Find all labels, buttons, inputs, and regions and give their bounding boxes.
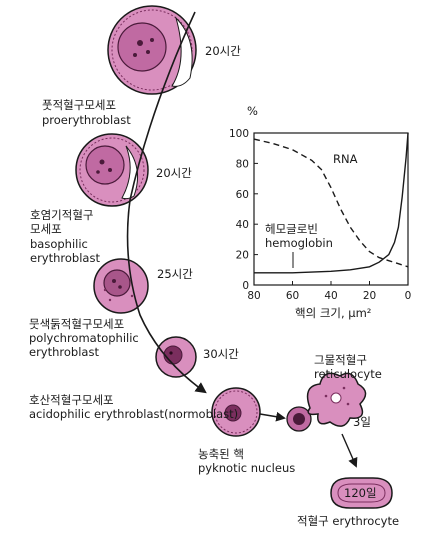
stage3-name-ko: 뭇색둙적혈구모세포 xyxy=(29,317,125,331)
chart-x-axis-label: 핵의 크기, μm² xyxy=(295,306,372,320)
polychromatophilic-erythroblast-cell xyxy=(93,258,149,314)
pyknotic-nucleus-en: pyknotic nucleus xyxy=(198,461,296,475)
y-tick-label: 100 xyxy=(229,128,249,140)
stage2-name-en-line2: erythroblast xyxy=(30,251,100,265)
erythrocyte-name: 적혈구 erythrocyte xyxy=(297,514,400,528)
reticulocyte-name-en: reticulocyte xyxy=(314,367,382,381)
hemoglobin-series-line xyxy=(254,132,409,274)
nucleus-extrusion-arrow xyxy=(259,411,286,422)
rna-series-line xyxy=(253,138,409,268)
stage2-name-ko-line2: 모세포 xyxy=(30,222,62,236)
y-tick-label: 80 xyxy=(236,158,249,170)
acidophilic-erythroblast-cell xyxy=(155,336,197,378)
plot-frame xyxy=(253,132,409,286)
nucleus-size-chart: 0 20 40 60 80 100 80 60 40 20 0 xyxy=(229,128,411,302)
erythrocyte-cell xyxy=(330,477,393,509)
x-tick-label: 80 xyxy=(247,290,260,302)
y-tick-label: 40 xyxy=(236,219,249,231)
extruding-cell xyxy=(211,387,261,437)
stage2-name-ko-line1: 호염기적혈구 xyxy=(30,208,94,222)
stage2-name-en-line1: basophilic xyxy=(30,237,88,251)
stage3-duration: 25시간 xyxy=(157,267,193,281)
hemoglobin-label-en: hemoglobin xyxy=(265,236,333,250)
maturation-pathway-arrow xyxy=(126,11,207,394)
stage4-duration: 30시간 xyxy=(203,347,239,361)
stage2-duration: 20시간 xyxy=(156,166,192,180)
y-tick-label: 60 xyxy=(236,189,249,201)
basophilic-erythroblast-cell xyxy=(75,133,149,207)
y-tick-label: 20 xyxy=(236,250,249,262)
x-tick-label: 40 xyxy=(324,290,337,302)
reticulocyte-to-erythrocyte-arrow xyxy=(341,433,358,468)
chart-y-axis-label: % xyxy=(247,104,258,118)
erythrocyte-duration: 120일 xyxy=(344,486,377,500)
stage1-name-en: proerythroblast xyxy=(42,113,131,127)
hemoglobin-label-ko: 헤모글로빈 xyxy=(265,222,318,236)
rna-series-label: RNA xyxy=(333,152,358,166)
stage3-name-en-line1: polychromatophilic xyxy=(29,331,139,345)
x-tick-label: 20 xyxy=(363,290,376,302)
reticulocyte-name-ko: 그물적혈구 xyxy=(314,353,367,367)
stage3-name-en-line2: erythroblast xyxy=(29,345,99,359)
stage4-name-en: acidophilic erythroblast(normoblast) xyxy=(29,407,239,421)
x-tick-label: 0 xyxy=(405,290,412,302)
pyknotic-nucleus-ko: 농축된 핵 xyxy=(198,447,244,461)
stage1-name-ko: 풋적혈구모세포 xyxy=(42,98,117,112)
y-tick-label: 0 xyxy=(242,280,249,292)
stage4-name-ko: 호산적혈구모세포 xyxy=(29,393,114,407)
reticulocyte-cell xyxy=(306,372,367,427)
x-tick-label: 60 xyxy=(286,290,299,302)
proerythroblast-cell xyxy=(107,5,197,95)
pyknotic-nucleus xyxy=(286,406,312,432)
reticulocyte-duration: 3일 xyxy=(353,415,371,429)
stage1-duration: 20시간 xyxy=(205,44,241,58)
